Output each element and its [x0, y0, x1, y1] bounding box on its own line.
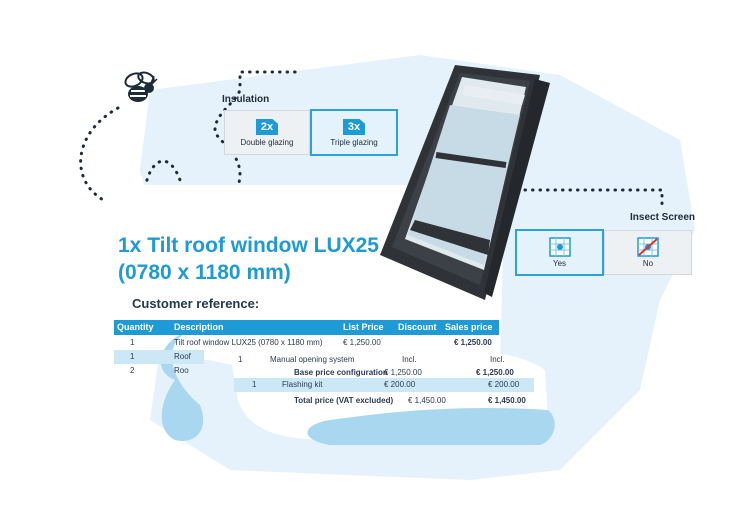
header-sales-price: Sales price — [445, 322, 493, 332]
roof-window-image — [380, 65, 550, 300]
total-price-row: Total price (VAT excluded) € 1,450.00 € … — [294, 396, 526, 405]
product-title-line2: (0780 x 1180 mm) — [118, 261, 291, 284]
header-list-price: List Price — [343, 322, 384, 332]
header-quantity: Quantity — [117, 322, 154, 332]
customer-reference-label: Customer reference: — [132, 296, 260, 311]
insulation-label: Insulation — [222, 94, 270, 105]
table-row: 1 Flashing kit € 200.00 € 200.00 — [234, 378, 534, 392]
double-glazing-badge: 2x — [256, 119, 278, 135]
triple-glazing-badge: 3x — [343, 119, 365, 135]
product-title-line1: 1x Tilt roof window LUX25 — [118, 234, 379, 257]
insect-screen-yes-text: Yes — [552, 259, 567, 268]
double-glazing-label: Double glazing — [240, 138, 294, 147]
insect-screen-icon — [548, 237, 571, 257]
insect-screen-yes-option[interactable]: Yes — [515, 229, 604, 276]
table-row: 1 Roof — [114, 350, 204, 364]
table-row: 1 Manual opening system Incl. Incl. — [238, 355, 505, 364]
table-row: 1 Tilt roof window LUX25 (0780 x 1180 mm… — [130, 338, 492, 347]
header-description: Description — [174, 322, 224, 332]
product-title: 1x Tilt roof window LUX25 (0780 x 1180 m… — [118, 232, 379, 286]
double-glazing-option[interactable]: 2x Double glazing — [224, 110, 310, 155]
insect-screen-no-option[interactable]: No — [604, 230, 692, 275]
header-discount: Discount — [398, 322, 437, 332]
bee-icon — [124, 71, 158, 102]
triple-glazing-label: Triple glazing — [330, 138, 378, 147]
table-header: Quantity Description List Price Discount… — [114, 320, 499, 335]
insect-screen-no-text: No — [642, 259, 654, 268]
no-insect-screen-icon — [637, 237, 659, 257]
insect-screen-label: Insect Screen — [630, 212, 696, 223]
triple-glazing-option[interactable]: 3x Triple glazing — [310, 109, 398, 156]
table-row: 2 Roo — [130, 366, 189, 375]
base-price-row: Base price configuration € 1,250.00 € 1,… — [294, 368, 514, 377]
